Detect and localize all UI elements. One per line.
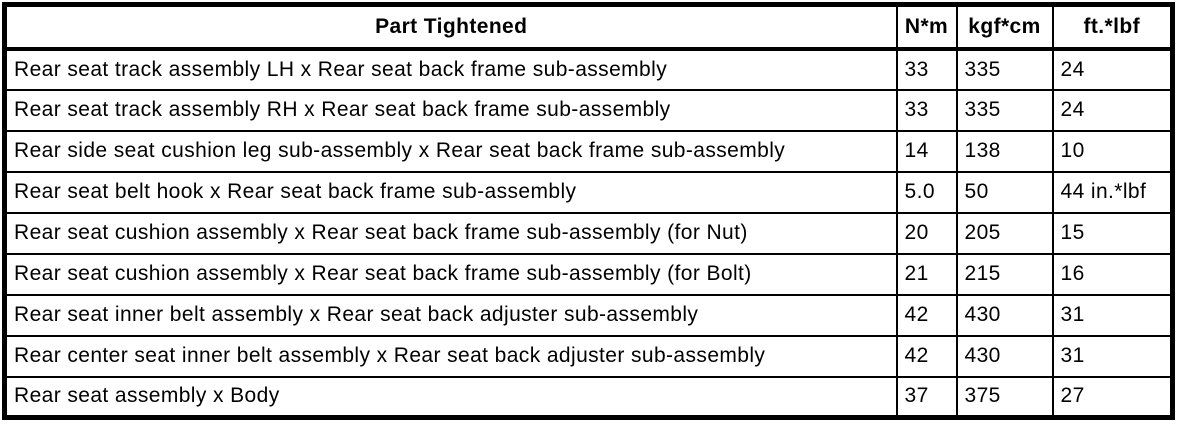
- part-cell: Rear side seat cushion leg sub-assembly …: [3, 129, 898, 173]
- nm-cell: 5.0: [895, 170, 958, 214]
- part-cell: Rear center seat inner belt assembly x R…: [3, 334, 898, 378]
- column-header-part-tightened: Part Tightened: [3, 3, 898, 51]
- column-header-ftlbf: ft.*lbf: [1051, 3, 1174, 51]
- part-cell: Rear seat cushion assembly x Rear seat b…: [3, 252, 898, 296]
- part-cell: Rear seat track assembly LH x Rear seat …: [3, 47, 898, 91]
- part-cell: Rear seat track assembly RH x Rear seat …: [3, 88, 898, 132]
- nm-cell: 20: [895, 211, 958, 255]
- ftlbf-cell: 24: [1051, 88, 1174, 132]
- table-row: Rear center seat inner belt assembly x R…: [3, 334, 1174, 378]
- part-cell: Rear seat belt hook x Rear seat back fra…: [3, 170, 898, 214]
- table-row: Rear seat belt hook x Rear seat back fra…: [3, 170, 1174, 214]
- ftlbf-cell: 31: [1051, 334, 1174, 378]
- ftlbf-cell: 10: [1051, 129, 1174, 173]
- kgfcm-cell: 430: [955, 293, 1054, 337]
- kgfcm-cell: 205: [955, 211, 1054, 255]
- kgfcm-cell: 215: [955, 252, 1054, 296]
- table-row: Rear seat inner belt assembly x Rear sea…: [3, 293, 1174, 337]
- nm-cell: 42: [895, 293, 958, 337]
- kgfcm-cell: 138: [955, 129, 1054, 173]
- kgfcm-cell: 335: [955, 88, 1054, 132]
- nm-cell: 33: [895, 88, 958, 132]
- table-header-row: Part Tightened N*m kgf*cm ft.*lbf: [3, 3, 1174, 51]
- part-cell: Rear seat inner belt assembly x Rear sea…: [3, 293, 898, 337]
- table-row: Rear seat track assembly RH x Rear seat …: [3, 88, 1174, 132]
- part-cell: Rear seat cushion assembly x Rear seat b…: [3, 211, 898, 255]
- table-row: Rear side seat cushion leg sub-assembly …: [3, 129, 1174, 173]
- torque-spec-table: Part Tightened N*m kgf*cm ft.*lbf Rear s…: [2, 2, 1175, 420]
- nm-cell: 21: [895, 252, 958, 296]
- table-row: Rear seat cushion assembly x Rear seat b…: [3, 252, 1174, 296]
- table-row: Rear seat track assembly LH x Rear seat …: [3, 47, 1174, 91]
- ftlbf-cell: 31: [1051, 293, 1174, 337]
- table-row: Rear seat cushion assembly x Rear seat b…: [3, 211, 1174, 255]
- kgfcm-cell: 375: [955, 375, 1054, 419]
- ftlbf-cell: 44 in.*lbf: [1051, 170, 1174, 214]
- nm-cell: 33: [895, 47, 958, 91]
- kgfcm-cell: 430: [955, 334, 1054, 378]
- ftlbf-cell: 15: [1051, 211, 1174, 255]
- kgfcm-cell: 335: [955, 47, 1054, 91]
- column-header-kgfcm: kgf*cm: [955, 3, 1054, 51]
- column-header-nm: N*m: [895, 3, 958, 51]
- table-row: Rear seat assembly x Body 37 375 27: [3, 375, 1174, 419]
- table-body: Rear seat track assembly LH x Rear seat …: [3, 47, 1174, 419]
- nm-cell: 42: [895, 334, 958, 378]
- nm-cell: 14: [895, 129, 958, 173]
- part-cell: Rear seat assembly x Body: [3, 375, 898, 419]
- ftlbf-cell: 16: [1051, 252, 1174, 296]
- ftlbf-cell: 27: [1051, 375, 1174, 419]
- ftlbf-cell: 24: [1051, 47, 1174, 91]
- kgfcm-cell: 50: [955, 170, 1054, 214]
- nm-cell: 37: [895, 375, 958, 419]
